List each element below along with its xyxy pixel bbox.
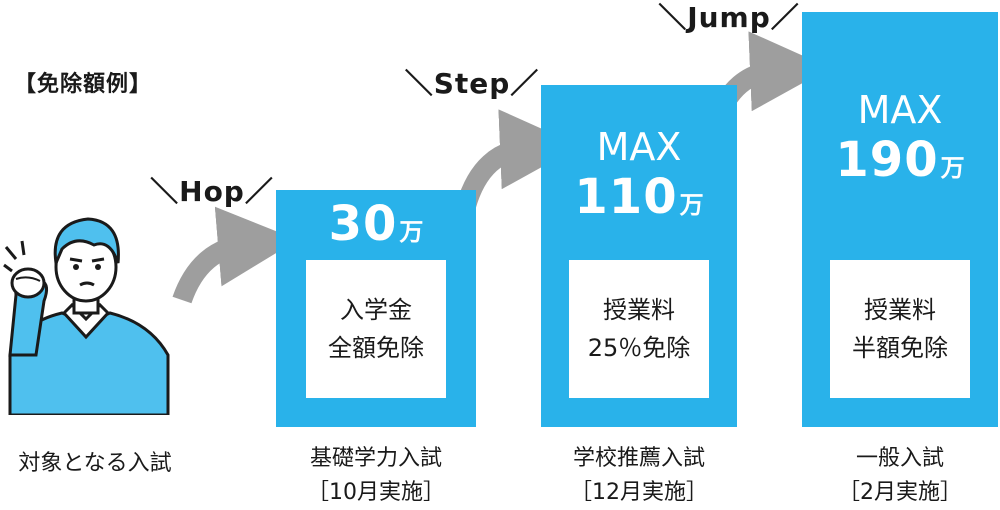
stage-column-jump: MAX 190万 授業料 半額免除 [802, 12, 998, 427]
amount-number: 110 [574, 169, 678, 225]
amount-number: 190 [835, 132, 939, 188]
stage-label-step: ＼Step／ [404, 67, 540, 100]
exam-caption-hop: 基礎学力入試 ［10月実施］ [276, 442, 476, 510]
exam-period: ［10月実施］ [307, 480, 445, 505]
amount-prefix: MAX [596, 125, 682, 169]
benefit-line: 全額免除 [328, 334, 424, 362]
exam-caption-step: 学校推薦入試 ［12月実施］ [541, 442, 737, 510]
benefit-line: 授業料 [864, 296, 936, 324]
benefit-box-jump: 授業料 半額免除 [830, 260, 970, 398]
amount-unit: 万 [399, 218, 424, 246]
student-illustration [3, 217, 170, 415]
benefit-box-step: 授業料 25％免除 [569, 260, 709, 398]
exam-period: ［12月実施］ [570, 480, 708, 505]
benefit-line: 半額免除 [852, 334, 948, 362]
exam-name: 一般入試 [855, 446, 944, 471]
amount-unit: 万 [940, 154, 965, 182]
stage-label-hop: ＼Hop／ [150, 175, 274, 208]
amount-number: 30 [328, 196, 398, 252]
exam-name: 学校推薦入試 [572, 446, 705, 471]
benefit-box-hop: 入学金 全額免除 [306, 260, 446, 398]
amount-hop: 30万 [276, 196, 476, 252]
benefit-line: 25％免除 [587, 334, 691, 362]
example-heading: 【免除額例】 [14, 72, 153, 97]
stage-label-jump: ＼Jump／ [658, 1, 800, 34]
amount-prefix: MAX [857, 88, 943, 132]
exam-name: 基礎学力入試 [309, 446, 442, 471]
exam-caption-jump: 一般入試 ［2月実施］ [802, 442, 998, 510]
target-caption: 対象となる入試 [18, 451, 172, 476]
amount-step: MAX 110万 [541, 125, 737, 225]
exam-period: ［2月実施］ [838, 480, 962, 505]
stage-column-step: MAX 110万 授業料 25％免除 [541, 85, 737, 427]
stage-column-hop: 30万 入学金 全額免除 [276, 190, 476, 427]
amount-unit: 万 [679, 191, 704, 219]
benefit-line: 入学金 [340, 296, 412, 324]
amount-jump: MAX 190万 [802, 88, 998, 188]
benefit-line: 授業料 [603, 296, 675, 324]
